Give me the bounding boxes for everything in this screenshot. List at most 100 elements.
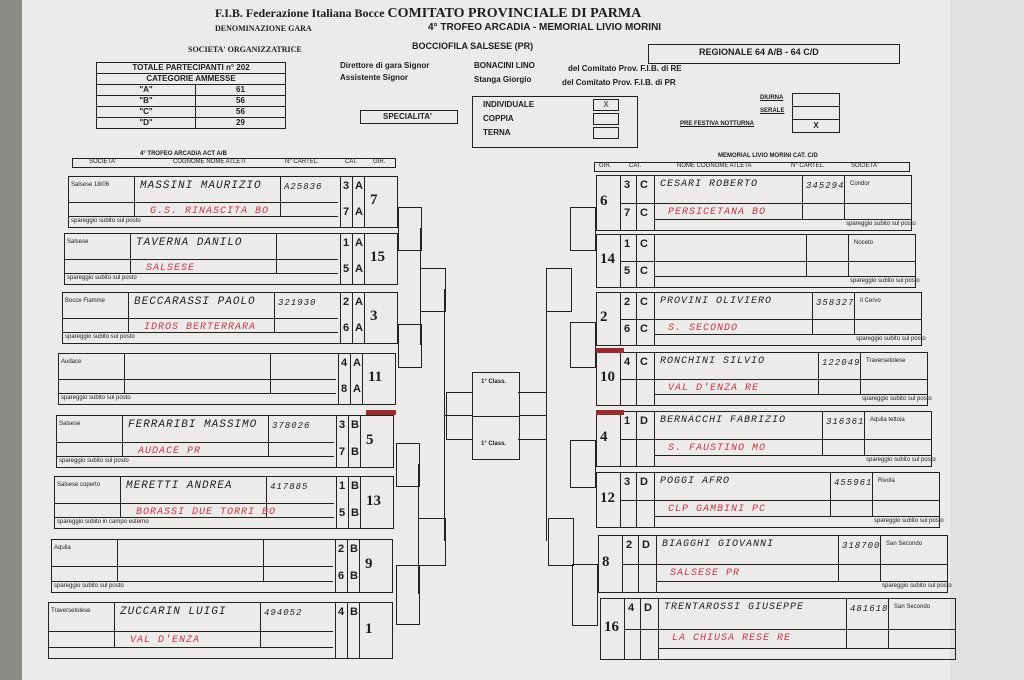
final-second-label: 1° Class. xyxy=(481,441,507,447)
group-number: 2 xyxy=(338,543,345,555)
category-letter: A xyxy=(355,296,363,308)
group-number: 5 xyxy=(339,507,346,519)
card-number: 122049 xyxy=(822,358,861,368)
category-letter: D xyxy=(640,476,648,488)
bracket-right-r1 xyxy=(570,440,596,488)
category-row: "D"29 xyxy=(96,117,286,129)
seed-number: 13 xyxy=(366,493,381,509)
society-name: Aquila tettoia xyxy=(870,417,905,423)
right-entry: 2 2 C 6 C PROVINI OLIVIERO 358327 S. SEC… xyxy=(596,292,926,346)
category-letter: C xyxy=(640,207,648,219)
marker-red xyxy=(366,410,396,415)
group-number: 6 xyxy=(343,322,350,334)
athlete-name: TAVERNA DANILO xyxy=(136,237,243,249)
card-number: 358327 xyxy=(816,298,855,308)
card-number: A25836 xyxy=(284,182,323,192)
bracket-left-r2 xyxy=(420,268,446,312)
total-label: TOTALE PARTECIPANTI n° xyxy=(132,63,235,72)
bracket-right-r1 xyxy=(572,564,598,626)
group-number: 6 xyxy=(338,570,345,582)
seed-number: 7 xyxy=(370,192,378,208)
card-number: 321930 xyxy=(278,298,317,308)
group-number: 5 xyxy=(343,263,350,275)
category-letter: A xyxy=(355,263,363,275)
bracket-line xyxy=(418,464,419,518)
entry-note: spareggio subito sul posto xyxy=(71,218,141,224)
speciality-box: INDIVIDUALE COPPIA TERNA X xyxy=(472,96,638,148)
club-name: IDROS BERTERRARA xyxy=(144,322,257,333)
card-number: 318700 xyxy=(842,541,881,551)
terna-checkbox[interactable] xyxy=(593,127,619,139)
category-letter: A xyxy=(355,322,363,334)
card-number: 417885 xyxy=(270,482,309,492)
notturna-checkbox[interactable]: X xyxy=(792,119,840,133)
final-box: 1° Class. 1° Class. xyxy=(472,372,520,460)
group-number: 1 xyxy=(339,480,346,492)
seed-number: 16 xyxy=(604,619,619,635)
schedule-diurna: DIURNA xyxy=(760,95,784,101)
athlete-name: MERETTI ANDREA xyxy=(126,480,233,492)
club-name: G.S. RINASCITA BO xyxy=(150,206,270,217)
athlete-name: FERRARIBI MASSIMO xyxy=(128,419,258,431)
group-number: 4 xyxy=(338,606,345,618)
left-entry: Salsese 18/06 spareggio subito sul posto… xyxy=(68,176,398,228)
society-name: San Secondo xyxy=(894,604,931,610)
society-label: SOCIETA' ORGANIZZATRICE xyxy=(188,45,302,54)
right-entry: 10 4 C RONCHINI SILVIO 122049 VAL D'ENZA… xyxy=(596,352,932,406)
director-committee: del Comitato Prov. F.I.B. di RE xyxy=(568,64,682,73)
diurna-checkbox[interactable] xyxy=(792,93,840,107)
individuale-checkbox[interactable]: X xyxy=(593,99,619,111)
entry-note: spareggio subito sul posto xyxy=(866,457,936,463)
denomination-label: DENOMINAZIONE GARA xyxy=(215,24,312,33)
category-letter: C xyxy=(640,356,648,368)
club-name: SALSESE xyxy=(146,263,196,274)
right-entry: 16 4 D TRENTAROSSI GIUSEPPE 481618 LA CH… xyxy=(600,598,956,660)
background-paper xyxy=(950,0,1024,680)
left-entry: Salsese spareggio subito sul posto TAVER… xyxy=(64,233,398,285)
bracket-right-r1 xyxy=(570,322,596,368)
society-name: Bocce Fiamme xyxy=(65,298,106,304)
entry-note: spareggio subito sul posto xyxy=(67,275,137,281)
category-row: "A"61 xyxy=(96,84,286,96)
entry-note: spareggio subito sul posto xyxy=(882,583,952,589)
bracket-left-r1 xyxy=(398,207,422,251)
club-name: PERSICETANA BO xyxy=(668,207,767,218)
serale-checkbox[interactable] xyxy=(792,106,840,120)
entry-note: spareggio subito sul posto xyxy=(856,336,926,342)
group-number: 7 xyxy=(343,206,350,218)
bracket-line xyxy=(418,564,419,594)
athlete-name: BECCARASSI PAOLO xyxy=(134,296,256,308)
society-name: Il Cervo xyxy=(860,298,881,304)
coppia-checkbox[interactable] xyxy=(593,113,619,125)
speciality-label: SPECIALITA' xyxy=(383,112,432,121)
entry-note: spareggio subito sul posto xyxy=(862,396,932,402)
seed-number: 14 xyxy=(600,251,615,267)
schedule-serale: SERALE xyxy=(760,108,785,114)
entry-note: spareggio subito sul posto xyxy=(846,221,916,227)
left-entry: Traversetolese ZUCCARIN LUIGI 494052 VAL… xyxy=(48,602,393,659)
director-name: BONACINI LINO xyxy=(474,61,535,70)
final-first-label: 1° Class. xyxy=(481,379,507,385)
society-name: Rivola xyxy=(878,478,895,484)
club-name: S. SECONDO xyxy=(668,323,739,334)
right-entry: 14 1 C 5 C Noceto spareggio subito sul p… xyxy=(596,234,920,288)
left-entry: Salsese coperto spareggio subito in camp… xyxy=(54,476,394,529)
athlete-name: RONCHINI SILVIO xyxy=(660,356,766,367)
group-number: 1 xyxy=(624,238,631,250)
right-entry: 8 2 D BIAGGHI GIOVANNI 318700 SALSESE PR… xyxy=(598,535,952,593)
society-name: Salsese 18/06 xyxy=(71,182,110,188)
level-box: REGIONALE 64 A/B - 64 C/D xyxy=(648,44,900,64)
category-letter: B xyxy=(351,419,359,431)
committee: COMITATO PROVINCIALE DI PARMA xyxy=(387,6,642,21)
total-count: 202 xyxy=(236,63,250,72)
schedule-notturna: PRE FESTIVA NOTTURNA xyxy=(680,121,755,127)
group-number: 4 xyxy=(341,357,348,369)
card-number: 494052 xyxy=(264,608,303,618)
group-number: 6 xyxy=(624,323,631,335)
category-letter: B xyxy=(350,570,358,582)
bracket-left-r2 xyxy=(418,518,446,566)
group-number: 3 xyxy=(624,179,631,191)
group-number: 2 xyxy=(343,296,350,308)
society-name: Salsese xyxy=(59,421,81,427)
society-name: Condor xyxy=(850,181,870,187)
